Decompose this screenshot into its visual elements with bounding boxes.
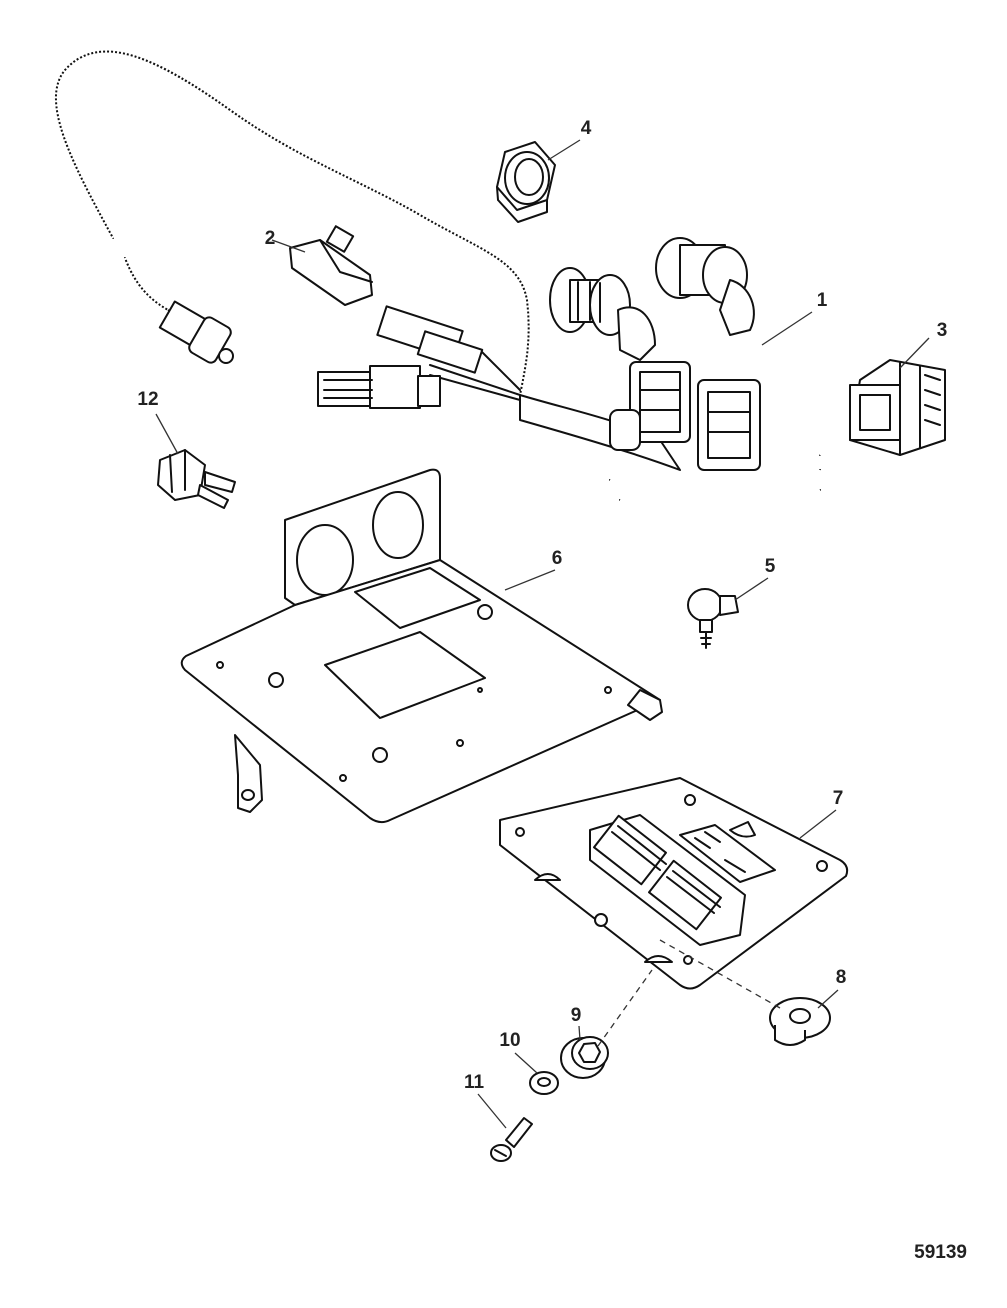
connector-3 (849, 359, 946, 456)
round-connectors (549, 237, 755, 361)
callout-1: 1 (817, 290, 828, 311)
mounting-bracket-6 (180, 468, 663, 824)
loom-end-connector (158, 300, 234, 364)
callout-5: 5 (765, 556, 776, 577)
leader-lines (155, 139, 930, 1129)
callout-8: 8 (836, 967, 847, 988)
callout-6: 6 (552, 548, 563, 569)
flat-connector-stack (317, 305, 484, 409)
callout-12: 12 (137, 389, 158, 410)
washer-10 (529, 1071, 559, 1095)
bolt-11 (490, 1117, 533, 1162)
wiring-harness (51, 46, 877, 522)
callout-10: 10 (499, 1030, 520, 1051)
callout-9: 9 (571, 1005, 582, 1026)
hex-nut-4 (496, 141, 556, 223)
ecm-module-7 (499, 777, 849, 990)
callout-4: 4 (581, 118, 592, 139)
cable-clip-5 (687, 588, 739, 649)
callout-2: 2 (265, 228, 276, 249)
grommet-8 (769, 997, 831, 1046)
callout-11: 11 (464, 1072, 485, 1093)
callout-7: 7 (833, 788, 844, 809)
callout-3: 3 (937, 320, 948, 341)
alignment-line-9 (597, 969, 653, 1047)
alignment-line-8 (659, 939, 781, 1009)
figure-id: 59139 (914, 1242, 967, 1263)
connector-12 (157, 449, 236, 509)
connector-2 (289, 225, 373, 306)
ecm-harness-connectors (609, 361, 761, 471)
bushing-9 (560, 1036, 609, 1079)
